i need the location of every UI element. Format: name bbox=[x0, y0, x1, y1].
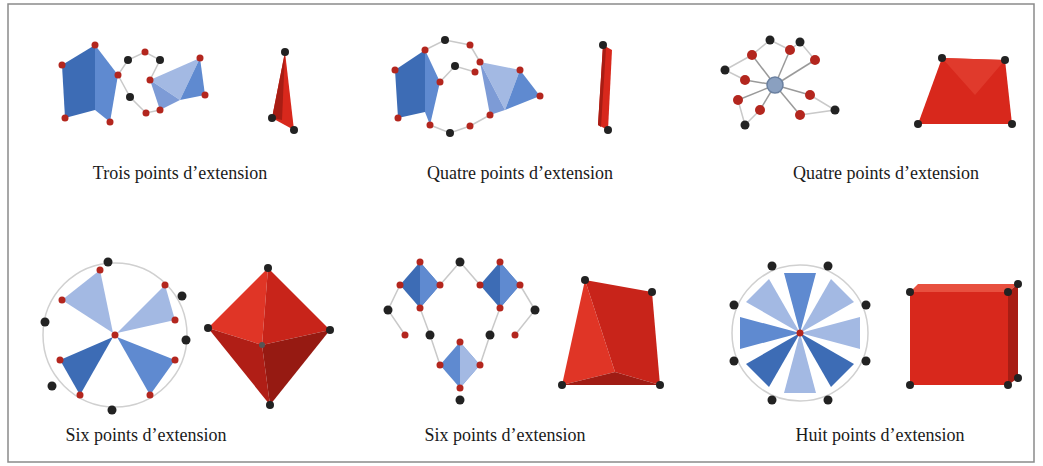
red-polyhedron bbox=[906, 280, 1022, 389]
building-unit bbox=[41, 258, 191, 415]
building-unit bbox=[392, 36, 544, 137]
red-polyhedron bbox=[558, 276, 664, 389]
building-unit bbox=[730, 262, 871, 405]
building-unit bbox=[721, 36, 840, 130]
frame bbox=[8, 4, 1034, 462]
building-unit bbox=[384, 258, 540, 405]
caption-label: Huit points d’extension bbox=[796, 425, 965, 447]
caption-label: Six points d’extension bbox=[425, 425, 586, 447]
red-polyhedron bbox=[268, 48, 298, 134]
building-unit bbox=[59, 42, 209, 126]
caption-label: Six points d’extension bbox=[66, 425, 227, 447]
caption-label: Quatre points d’extension bbox=[793, 163, 979, 185]
red-polyhedron bbox=[598, 41, 612, 134]
caption-label: Trois points d’extension bbox=[93, 163, 267, 185]
red-polyhedron bbox=[914, 54, 1016, 128]
red-polyhedron bbox=[204, 264, 334, 409]
caption-label: Quatre points d’extension bbox=[427, 163, 613, 185]
